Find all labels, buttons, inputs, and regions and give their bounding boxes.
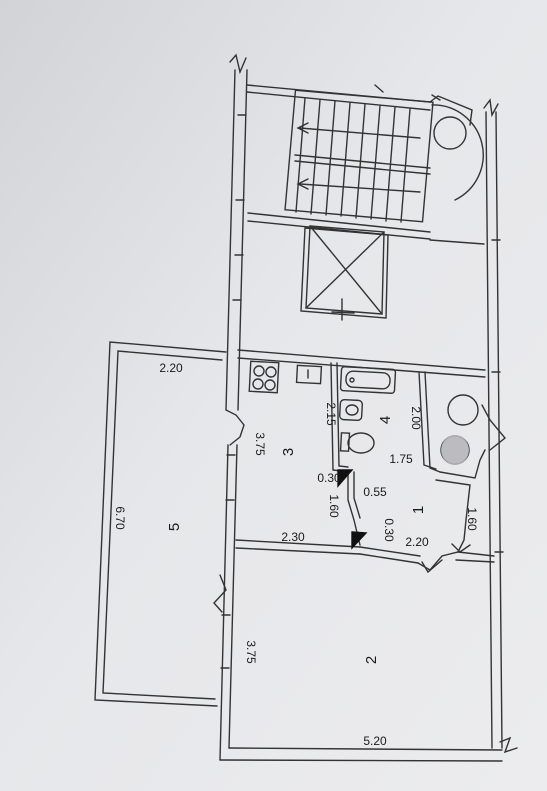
dim-bath-right: 2.00 <box>409 406 423 430</box>
dim-shaft-depth: 0.30 <box>382 518 396 542</box>
dim-room3-bottom: 2.30 <box>281 530 305 544</box>
room-label-2: 2 <box>363 656 380 664</box>
room-label-3: 3 <box>280 448 297 456</box>
room-label-1: 1 <box>410 506 427 514</box>
dim-corridor-step: 0.30 <box>317 471 341 485</box>
dim-room3-left: 3.75 <box>253 432 267 456</box>
dim-balcony-left: 6.70 <box>113 506 127 530</box>
room-label-4: 4 <box>377 416 394 424</box>
staircase <box>246 84 485 245</box>
blurred-mark <box>441 435 469 465</box>
room-labels: 1 2 3 4 5 <box>166 416 427 664</box>
dim-kitchen-height: 2.15 <box>324 402 338 426</box>
room-label-5: 5 <box>166 523 183 531</box>
dim-corridor-length: 1.60 <box>327 494 341 518</box>
door-swings <box>213 404 506 613</box>
dim-shaft-width: 0.55 <box>363 485 387 499</box>
elevator-shaft <box>300 225 389 321</box>
dim-room2-left: 3.75 <box>244 640 258 664</box>
balcony-outline <box>94 341 227 707</box>
vent-shafts <box>337 469 368 550</box>
dim-entrance-width: 2.20 <box>405 535 429 549</box>
dim-room2-bottom: 5.20 <box>363 734 387 748</box>
outer-walls <box>219 53 518 762</box>
dimension-labels: 2.20 3.75 6.70 2.30 3.75 5.20 2.15 2.00 … <box>113 361 479 748</box>
dim-bath-bottom: 1.75 <box>389 452 413 466</box>
dim-balcony-top: 2.20 <box>159 361 183 375</box>
dim-entrance-right: 1.60 <box>465 507 479 531</box>
